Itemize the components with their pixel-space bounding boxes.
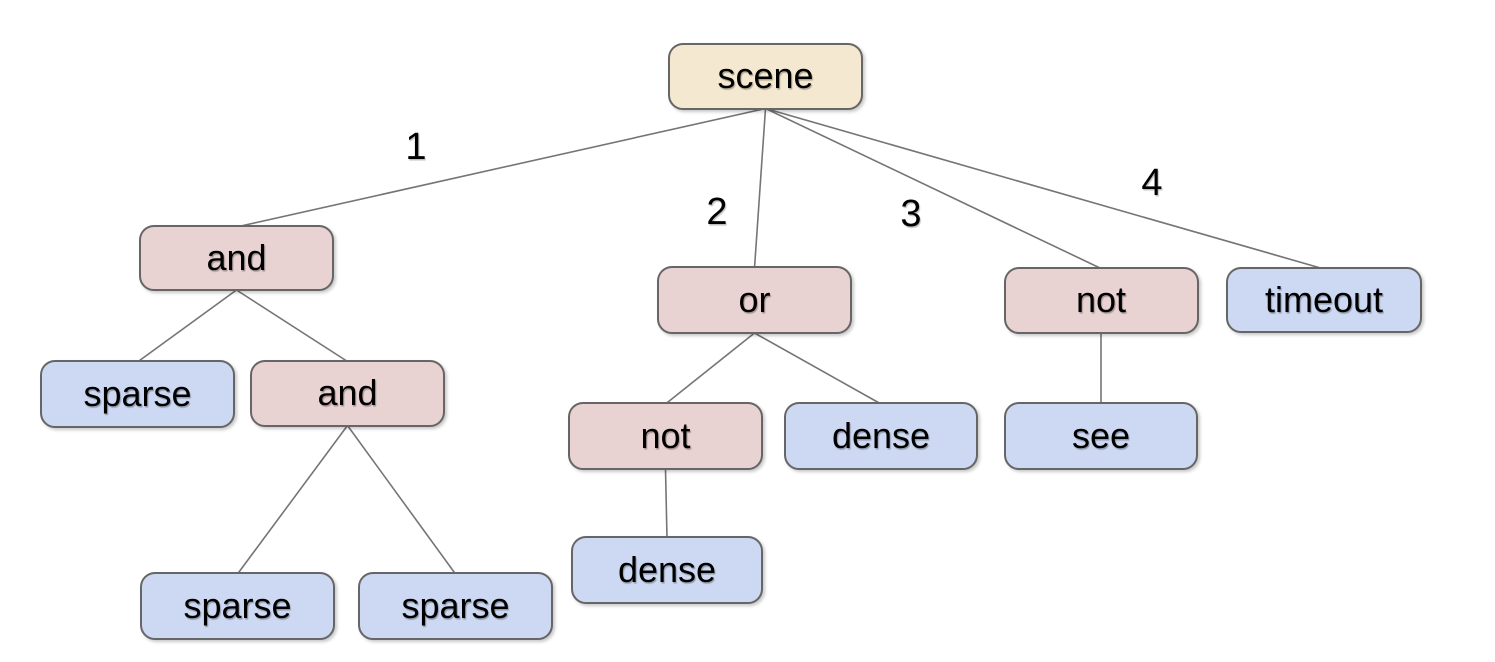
edge-or1-not2 <box>665 332 755 405</box>
tree-node-see: see <box>1004 402 1198 470</box>
tree-node-or1: or <box>657 266 852 334</box>
node-label: see <box>1071 415 1131 456</box>
node-label: dense <box>617 549 717 590</box>
node-label: and <box>206 237 267 278</box>
node-label: not <box>1075 279 1127 320</box>
node-label: not <box>640 415 691 456</box>
tree-node-timeout: timeout <box>1226 267 1422 333</box>
tree-node-dense1: dense <box>784 402 978 470</box>
tree-node-and1: and <box>139 225 334 291</box>
edge-and2-sparse3 <box>346 425 457 575</box>
tree-node-sparse3: sparse <box>358 572 553 640</box>
edge-or1-dense1 <box>754 332 882 405</box>
edge-and1-sparse1 <box>137 289 237 363</box>
edge-and2-sparse2 <box>236 425 349 575</box>
edge-label-3: 3 <box>900 193 922 235</box>
edge-not2-dense2 <box>664 468 668 539</box>
tree-node-sparse1: sparse <box>40 360 235 428</box>
edge-label-2: 2 <box>706 191 728 233</box>
node-label: dense <box>831 415 931 456</box>
edge-label-1: 1 <box>405 126 427 168</box>
tree-node-not1: not <box>1003 266 1199 334</box>
tree-node-sparse2: sparse <box>140 572 335 640</box>
node-label: sparse <box>401 585 510 626</box>
node-label: sparse <box>83 373 192 414</box>
edge-scene-and1 <box>236 107 766 228</box>
node-label: or <box>738 279 771 320</box>
tree-node-dense2: dense <box>571 536 763 604</box>
node-label: and <box>317 372 378 413</box>
edge-scene-or1 <box>753 108 767 269</box>
node-label: timeout <box>1264 279 1384 320</box>
node-label: sparse <box>183 585 292 626</box>
edge-scene-timeout <box>765 107 1325 270</box>
node-label: scene <box>717 55 814 96</box>
edge-label-4: 4 <box>1141 162 1163 204</box>
edge-scene-not1 <box>765 107 1102 270</box>
tree-node-not2: not <box>568 402 763 470</box>
tree-node-scene: scene <box>668 42 863 110</box>
tree-node-and2: and <box>250 359 445 427</box>
edge-and1-and2 <box>236 289 348 363</box>
